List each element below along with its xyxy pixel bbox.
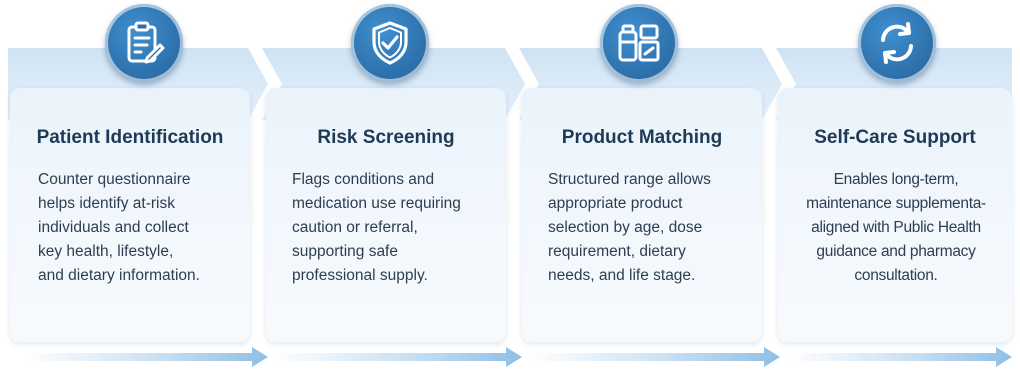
- step-description-4: Enables long-term, maintenance supplemen…: [806, 171, 986, 284]
- step-title-1: Patient Identification: [36, 127, 224, 148]
- step-card-4: [778, 88, 1012, 342]
- refresh-cycle-icon: [858, 4, 936, 82]
- step-title-3: Product Matching: [561, 127, 723, 148]
- step-card-3: [522, 88, 762, 342]
- bottom-arrow-1: [24, 347, 268, 367]
- bottom-arrow-3: [530, 347, 780, 367]
- step-description-3: Structured range allows appropriate prod…: [548, 171, 711, 284]
- clipboard-icon: [105, 4, 183, 82]
- shield-check-icon: [351, 4, 429, 82]
- step-card-1: [10, 88, 250, 342]
- step-title-2: Risk Screening: [317, 127, 455, 148]
- step-card-2: [266, 88, 506, 342]
- bottom-arrow-4: [788, 347, 1012, 367]
- step-title-4: Self-Care Support: [814, 127, 976, 148]
- bottom-arrow-2: [272, 347, 522, 367]
- step-description-1: Counter questionnaire helps identify at-…: [38, 171, 200, 284]
- step-description-2: Flags conditions and medication use requ…: [292, 171, 461, 284]
- product-boxes-icon: [600, 4, 678, 82]
